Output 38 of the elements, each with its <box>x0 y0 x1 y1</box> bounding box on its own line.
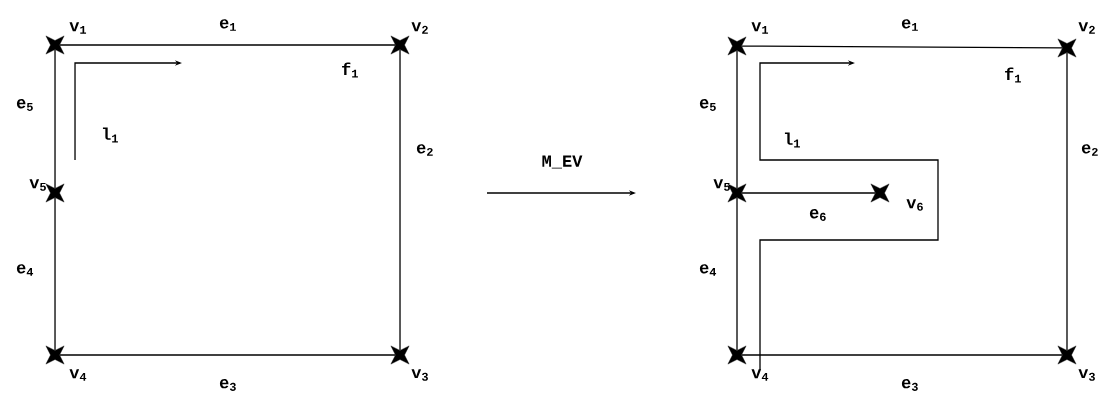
vertex-label: v$_{6}$ <box>906 199 923 211</box>
edge-label: e$_{3}$ <box>219 379 236 391</box>
edge-line <box>741 354 1063 356</box>
vertex-label: v$_{4}$ <box>69 369 87 381</box>
edge-line <box>59 44 396 46</box>
face-label: f$_{1}$ <box>1005 67 1021 83</box>
edge-label: e$_{4}$ <box>699 264 717 276</box>
edge-line <box>736 50 738 189</box>
edge-line <box>399 49 401 351</box>
vertex-label: v$_{1}$ <box>751 22 769 34</box>
edge-line <box>741 45 1063 49</box>
edge-label: e$_{1}$ <box>901 19 918 31</box>
vertex-label: v$_{4}$ <box>751 369 769 381</box>
edge-label: e$_{5}$ <box>699 99 716 111</box>
edge-label: e$_{2}$ <box>416 144 433 156</box>
edge-line <box>54 49 56 189</box>
vertex-label: v$_{2}$ <box>411 22 428 34</box>
edge-line <box>54 197 56 351</box>
edge-label: e$_{3}$ <box>901 379 918 391</box>
edge-line <box>741 192 876 194</box>
edge-line <box>59 354 396 356</box>
edge-label: e$_{4}$ <box>16 264 34 276</box>
vertex-label: v$_{5}$ <box>713 179 730 191</box>
loop-label: l$_{1}$ <box>784 132 800 148</box>
edge-label: e$_{1}$ <box>219 19 236 31</box>
vertex-label: v$_{3}$ <box>1078 369 1095 381</box>
vertex-label: v$_{3}$ <box>411 369 428 381</box>
vertex-label: v$_{5}$ <box>29 179 46 191</box>
loop-label: l$_{1}$ <box>102 127 118 143</box>
operator-label: M_EV <box>542 155 583 169</box>
face-label: f$_{1}$ <box>342 62 358 78</box>
edge-label: e$_{5}$ <box>16 99 33 111</box>
edge-line <box>1066 52 1068 351</box>
vertex-label: v$_{1}$ <box>69 22 87 34</box>
vertex-label: v$_{2}$ <box>1078 22 1095 34</box>
edge-line <box>736 197 738 351</box>
edge-label: e$_{2}$ <box>1081 144 1098 156</box>
edge-label: e$_{6}$ <box>809 209 826 221</box>
